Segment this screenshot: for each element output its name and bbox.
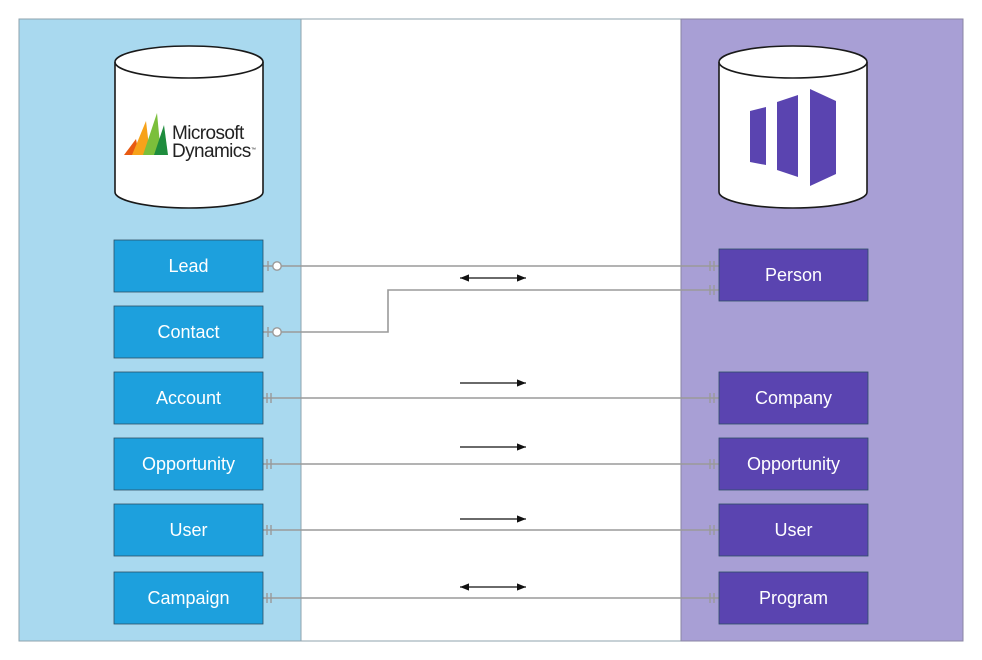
marketo-entity-person: Person xyxy=(718,248,869,302)
marketo-entity-box xyxy=(718,371,869,425)
microsoft-dynamics-database-icon: Microsoft Dynamics ™ xyxy=(114,45,264,209)
marketo-entity-label: Program xyxy=(759,588,828,608)
marketo-entity-company: Company xyxy=(718,371,869,425)
connector-account-to-company xyxy=(263,393,719,403)
marketo-entity-label: Opportunity xyxy=(747,454,840,474)
dynamics-entity-label: Contact xyxy=(157,322,219,342)
microsoft-dynamics-logo-icon: Microsoft Dynamics ™ xyxy=(124,113,256,162)
logo-text-dynamics: Dynamics xyxy=(172,141,251,162)
marketo-entity-box xyxy=(718,503,869,557)
connector-lead-to-person xyxy=(263,261,719,271)
dynamics-entity-box xyxy=(113,503,264,557)
marketo-logo-icon xyxy=(750,89,836,186)
dynamics-entity-box xyxy=(113,239,264,293)
dynamics-entity-label: User xyxy=(169,520,207,540)
connector-contact-to-person xyxy=(263,285,719,337)
marketo-entity-label: Company xyxy=(755,388,832,408)
dynamics-entity-user: User xyxy=(113,503,264,557)
middle-panel xyxy=(300,18,682,642)
connector-opportunity-to-opportunity xyxy=(263,459,719,469)
marketo-database-icon xyxy=(718,45,868,209)
marketo-entity-program: Program xyxy=(718,571,869,625)
dynamics-entity-label: Lead xyxy=(168,256,208,276)
dynamics-entity-box xyxy=(113,571,264,625)
marketo-entity-user: User xyxy=(718,503,869,557)
logo-trademark: ™ xyxy=(251,147,256,153)
dynamics-entity-box xyxy=(113,305,264,359)
dynamics-entity-label: Campaign xyxy=(147,588,229,608)
marketo-entity-label: Person xyxy=(765,265,822,285)
dynamics-entity-lead: Lead xyxy=(113,239,264,293)
dynamics-entity-box xyxy=(113,437,264,491)
marketo-entity-opportunity: Opportunity xyxy=(718,437,869,491)
dynamics-entity-label: Opportunity xyxy=(142,454,235,474)
logo-text-microsoft: Microsoft xyxy=(172,123,245,144)
dynamics-entity-campaign: Campaign xyxy=(113,571,264,625)
dynamics-entity-account: Account xyxy=(113,371,264,425)
dynamics-entity-label: Account xyxy=(156,388,221,408)
dynamics-entity-opportunity: Opportunity xyxy=(113,437,264,491)
marketo-entity-box xyxy=(718,437,869,491)
connector-campaign-to-program xyxy=(263,593,719,603)
marketo-entity-label: User xyxy=(774,520,812,540)
connector-user-to-user xyxy=(263,525,719,535)
marketo-entity-box xyxy=(718,571,869,625)
marketo-entity-box xyxy=(718,248,869,302)
dynamics-entity-contact: Contact xyxy=(113,305,264,359)
dynamics-entity-box xyxy=(113,371,264,425)
